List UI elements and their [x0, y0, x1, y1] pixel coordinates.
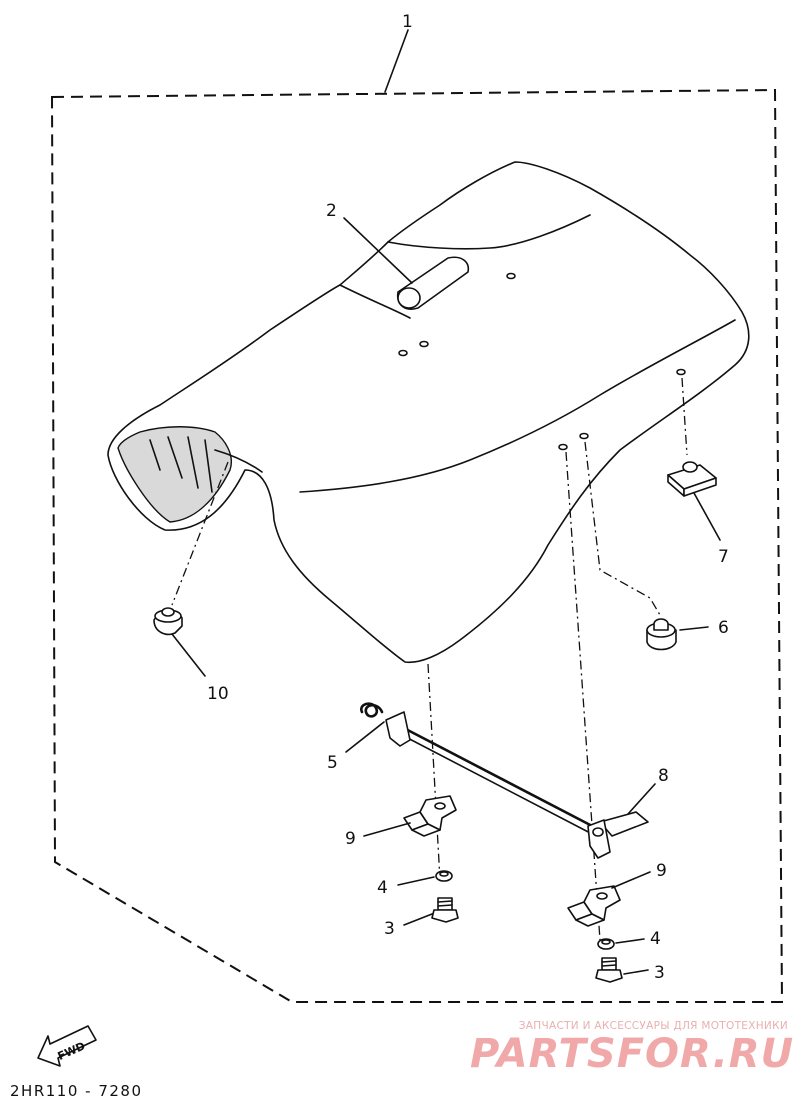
leader-1	[384, 29, 409, 93]
centerline-left	[427, 663, 441, 881]
fwd-arrow-icon: FWD	[37, 1025, 97, 1067]
leader-3-right	[623, 969, 649, 975]
seat-front-scoop	[117, 426, 232, 523]
callout-10: 10	[207, 684, 229, 704]
callout-4-right: 4	[650, 929, 661, 949]
drawing-code: 2HR110 - 7280	[10, 1082, 143, 1100]
bracket-9-right	[567, 885, 621, 927]
leader-3-left	[403, 913, 433, 926]
leader-8	[627, 783, 656, 815]
leader-4-right	[615, 938, 645, 944]
centerline-6	[584, 441, 661, 616]
spring-5	[360, 702, 384, 718]
watermark-tagline: ЗАПЧАСТИ И АКСЕССУАРЫ ДЛЯ МОТОТЕХНИКИ	[518, 1020, 788, 1032]
seat-step	[339, 284, 411, 319]
callout-8: 8	[658, 766, 669, 786]
mount-hole	[419, 340, 429, 348]
centerline-10	[171, 461, 229, 606]
strap-end	[397, 287, 421, 309]
bolt-3-right	[595, 957, 623, 983]
leader-5	[345, 721, 385, 753]
callout-4-left: 4	[377, 878, 388, 898]
mount-hole	[506, 272, 516, 280]
leader-4-left	[397, 876, 435, 886]
leader-9-right	[611, 871, 651, 889]
scoop-rib-3	[187, 436, 199, 489]
damper-6	[646, 618, 677, 651]
scoop-lip	[214, 449, 263, 473]
seat-assembly	[107, 161, 750, 664]
callout-9-right: 9	[656, 861, 667, 881]
leader-9-left	[363, 822, 411, 837]
damper-10	[153, 607, 183, 636]
centerline-right	[565, 451, 601, 941]
callout-5: 5	[327, 753, 338, 773]
scoop-rib-4	[204, 439, 213, 493]
mount-hole	[558, 443, 568, 451]
mount-hole	[676, 368, 686, 376]
callout-1: 1	[402, 12, 413, 32]
leader-6	[679, 626, 709, 631]
seat-side-contour	[299, 319, 736, 493]
scoop-rib-2	[167, 436, 183, 479]
seat-outline	[107, 161, 750, 664]
cushion-7	[667, 461, 717, 497]
watermark-brand: PARTSFOR.RU	[470, 1031, 795, 1077]
callout-9-left: 9	[345, 829, 356, 849]
leader-7	[693, 492, 721, 541]
watermark: ЗАПЧАСТИ И АКСЕССУАРЫ ДЛЯ МОТОТЕХНИКИ PA…	[470, 1020, 795, 1077]
assembly-boundary	[50, 88, 784, 1003]
callout-7: 7	[718, 547, 729, 567]
seat-lock-rod-8	[385, 711, 649, 859]
callout-3-right: 3	[654, 963, 665, 983]
bolt-3-left	[431, 897, 459, 923]
leader-10	[171, 633, 206, 677]
callout-6: 6	[718, 618, 729, 638]
callout-3-left: 3	[384, 919, 395, 939]
mount-hole	[579, 432, 589, 440]
washer-4-left	[435, 870, 453, 882]
washer-4-right	[597, 938, 615, 950]
bracket-9-left	[403, 795, 457, 837]
callout-2: 2	[326, 201, 337, 221]
leader-2	[343, 217, 413, 284]
scoop-rib-1	[149, 439, 161, 471]
seat-hump	[387, 214, 591, 250]
centerline-7	[681, 377, 688, 456]
mount-hole	[398, 349, 408, 357]
